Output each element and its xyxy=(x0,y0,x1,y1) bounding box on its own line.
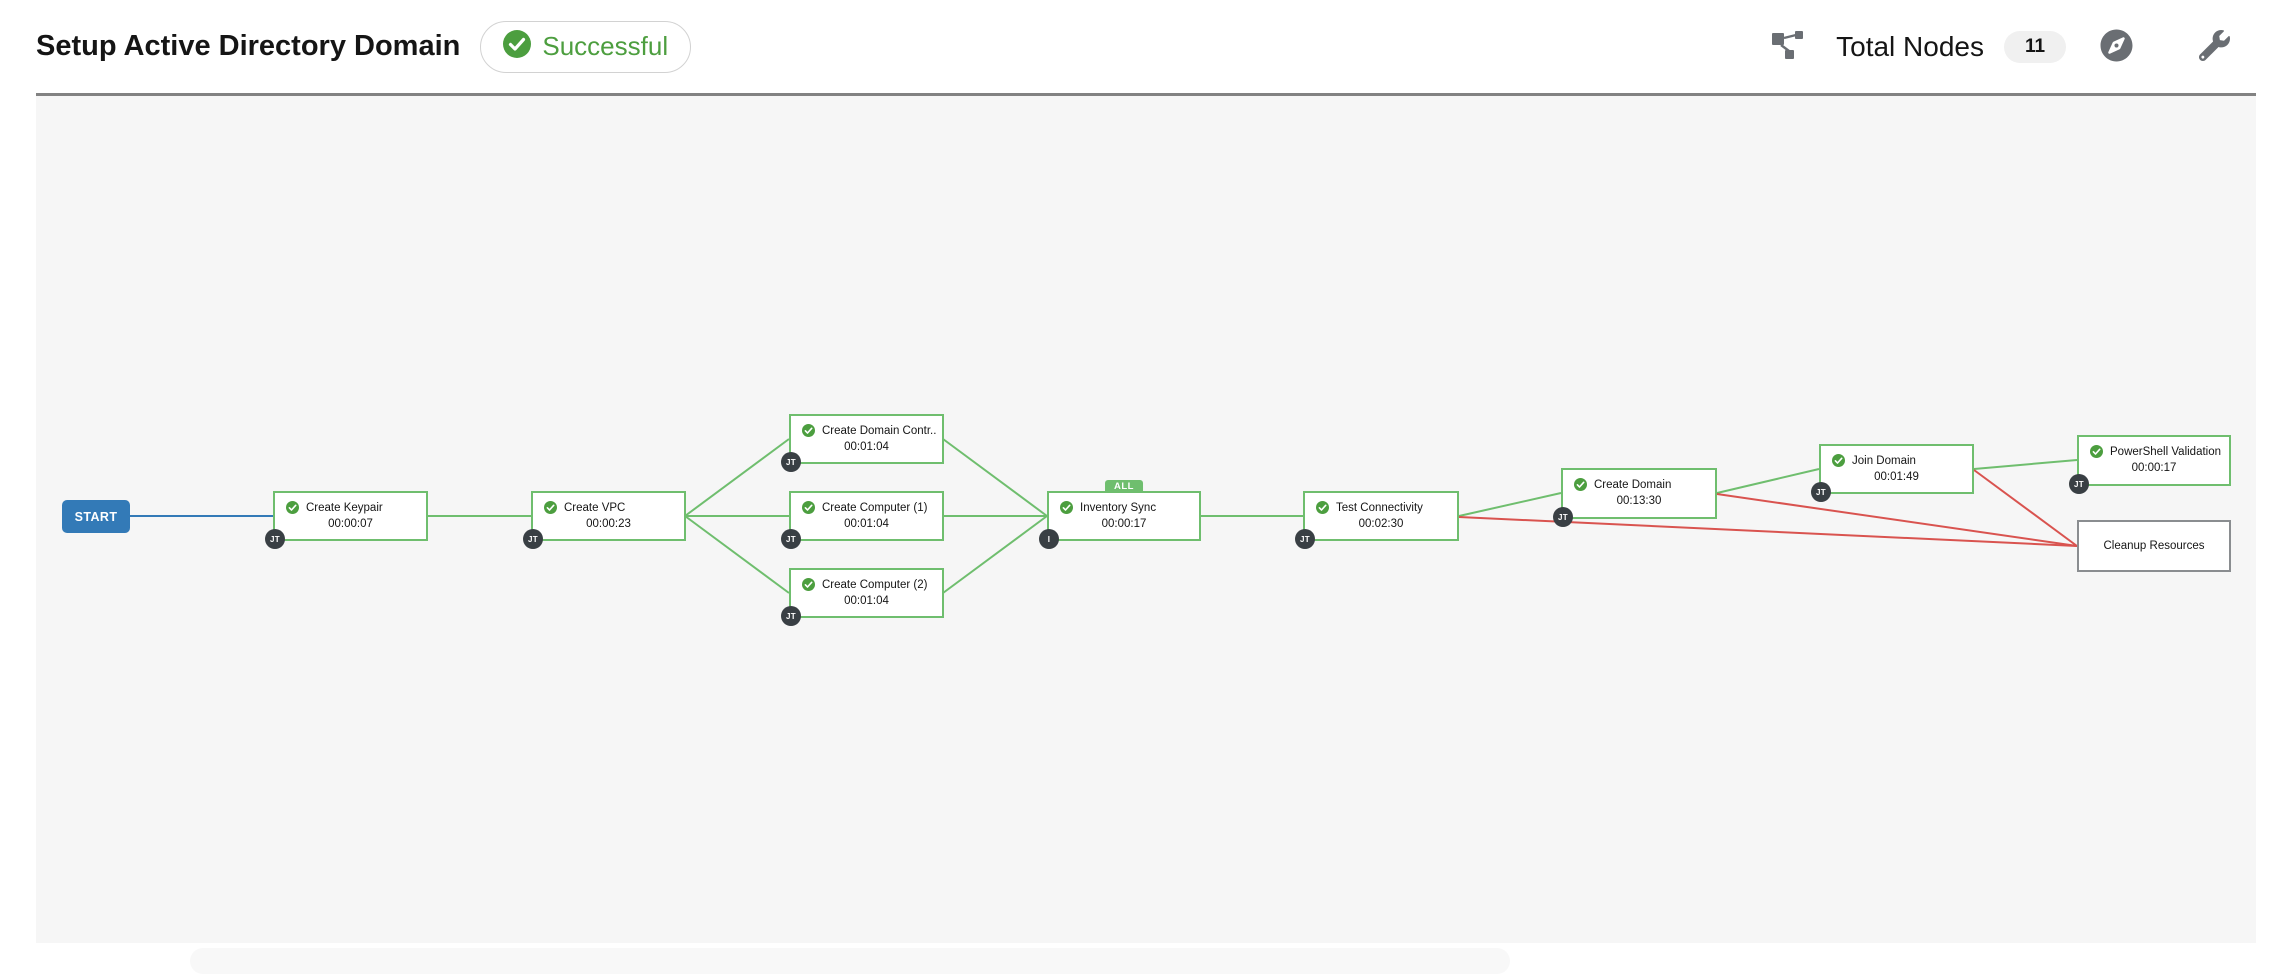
workflow-edge-test-connectivity--create-domain xyxy=(1458,492,1562,517)
success-check-icon xyxy=(1060,501,1073,514)
tools-button[interactable] xyxy=(2198,29,2230,64)
success-check-icon xyxy=(802,424,815,437)
node-elapsed-time: 00:00:17 xyxy=(1101,518,1147,530)
node-type-badge: JT xyxy=(523,529,543,549)
node-label: Create Keypair xyxy=(306,501,383,514)
workflow-node-start[interactable]: START xyxy=(62,500,130,533)
node-elapsed-time: 00:00:17 xyxy=(2131,462,2177,474)
node-elapsed-time: 00:13:30 xyxy=(1616,495,1662,507)
success-check-icon xyxy=(2090,445,2103,458)
workflow-edge-create-domain--cleanup-resources xyxy=(1716,493,2078,547)
workflow-edge-join-domain--cleanup-resources xyxy=(1973,469,2078,547)
compass-icon xyxy=(2100,29,2133,65)
horizontal-scrollbar[interactable] xyxy=(190,948,1510,974)
page-title: Setup Active Directory Domain xyxy=(36,30,461,62)
node-elapsed-time: 00:01:49 xyxy=(1874,471,1919,483)
node-type-badge: JT xyxy=(1295,529,1315,549)
node-label: Create VPC xyxy=(564,501,626,514)
node-label: Join Domain xyxy=(1852,454,1916,467)
node-type-badge: JT xyxy=(2069,474,2089,494)
workflow-edge-create-domain--join-domain xyxy=(1716,468,1820,494)
total-nodes-count-badge: 11 xyxy=(2004,30,2066,63)
node-label: Cleanup Resources xyxy=(2103,540,2205,552)
node-label: START xyxy=(74,509,118,524)
success-check-icon xyxy=(1832,454,1845,467)
workflow-edge-create-vpc--create-domain-controller xyxy=(684,438,790,517)
workflow-edge-create-domain-controller--inventory-sync xyxy=(942,438,1048,517)
success-check-icon xyxy=(286,501,299,514)
node-label: Create Computer (2) xyxy=(822,578,928,591)
legend-button[interactable] xyxy=(2100,29,2133,65)
success-check-icon xyxy=(544,501,557,514)
header-toolbar: Total Nodes 11 xyxy=(1771,29,2230,65)
node-label: Create Domain xyxy=(1594,478,1672,491)
node-type-badge: I xyxy=(1039,529,1059,549)
node-label: Inventory Sync xyxy=(1080,501,1157,514)
workflow-node-inventory-sync[interactable]: Inventory Sync 00:00:17 ALL I xyxy=(1039,480,1201,549)
status-badge-label: Successful xyxy=(542,31,669,61)
wrench-icon xyxy=(2198,29,2230,64)
workflow-edge-test-connectivity--cleanup-resources xyxy=(1458,516,2078,547)
node-type-badge: JT xyxy=(781,529,801,549)
node-elapsed-time: 00:01:04 xyxy=(844,595,889,607)
node-type-badge: JT xyxy=(1553,507,1573,527)
success-check-icon xyxy=(1574,478,1587,491)
success-check-icon xyxy=(1316,501,1329,514)
node-type-badge: JT xyxy=(265,529,285,549)
node-elapsed-time: 00:00:07 xyxy=(328,518,373,530)
success-check-icon xyxy=(503,30,532,63)
success-check-icon xyxy=(802,501,815,514)
total-nodes-label: Total Nodes xyxy=(1836,30,1984,62)
success-check-icon xyxy=(802,578,815,591)
page-header: Setup Active Directory Domain Successful xyxy=(0,0,2290,93)
node-elapsed-time: 00:00:23 xyxy=(586,518,631,530)
node-label: Test Connectivity xyxy=(1336,501,1423,514)
node-type-badge: JT xyxy=(1811,482,1831,502)
node-elapsed-time: 00:01:04 xyxy=(844,518,889,530)
status-badge[interactable]: Successful xyxy=(480,20,692,73)
convergence-all-badge: ALL xyxy=(1105,480,1143,493)
sitemap-icon xyxy=(1771,30,1804,64)
node-type-badge: JT xyxy=(781,606,801,626)
workflow-edge-create-vpc--create-computer-2 xyxy=(684,515,790,594)
node-elapsed-time: 00:01:04 xyxy=(844,441,889,453)
node-label: Create Computer (1) xyxy=(822,501,928,514)
workflow-node-cleanup-resources[interactable]: Cleanup Resources xyxy=(2077,520,2231,572)
node-label: PowerShell Validation xyxy=(2110,445,2222,458)
workflow-edge-create-computer-2--inventory-sync xyxy=(942,515,1048,594)
node-elapsed-time: 00:02:30 xyxy=(1358,518,1404,530)
node-label: Create Domain Contr... xyxy=(822,424,936,437)
workflow-edge-join-domain--powershell-validation xyxy=(1973,459,2078,470)
node-type-badge: JT xyxy=(781,452,801,472)
